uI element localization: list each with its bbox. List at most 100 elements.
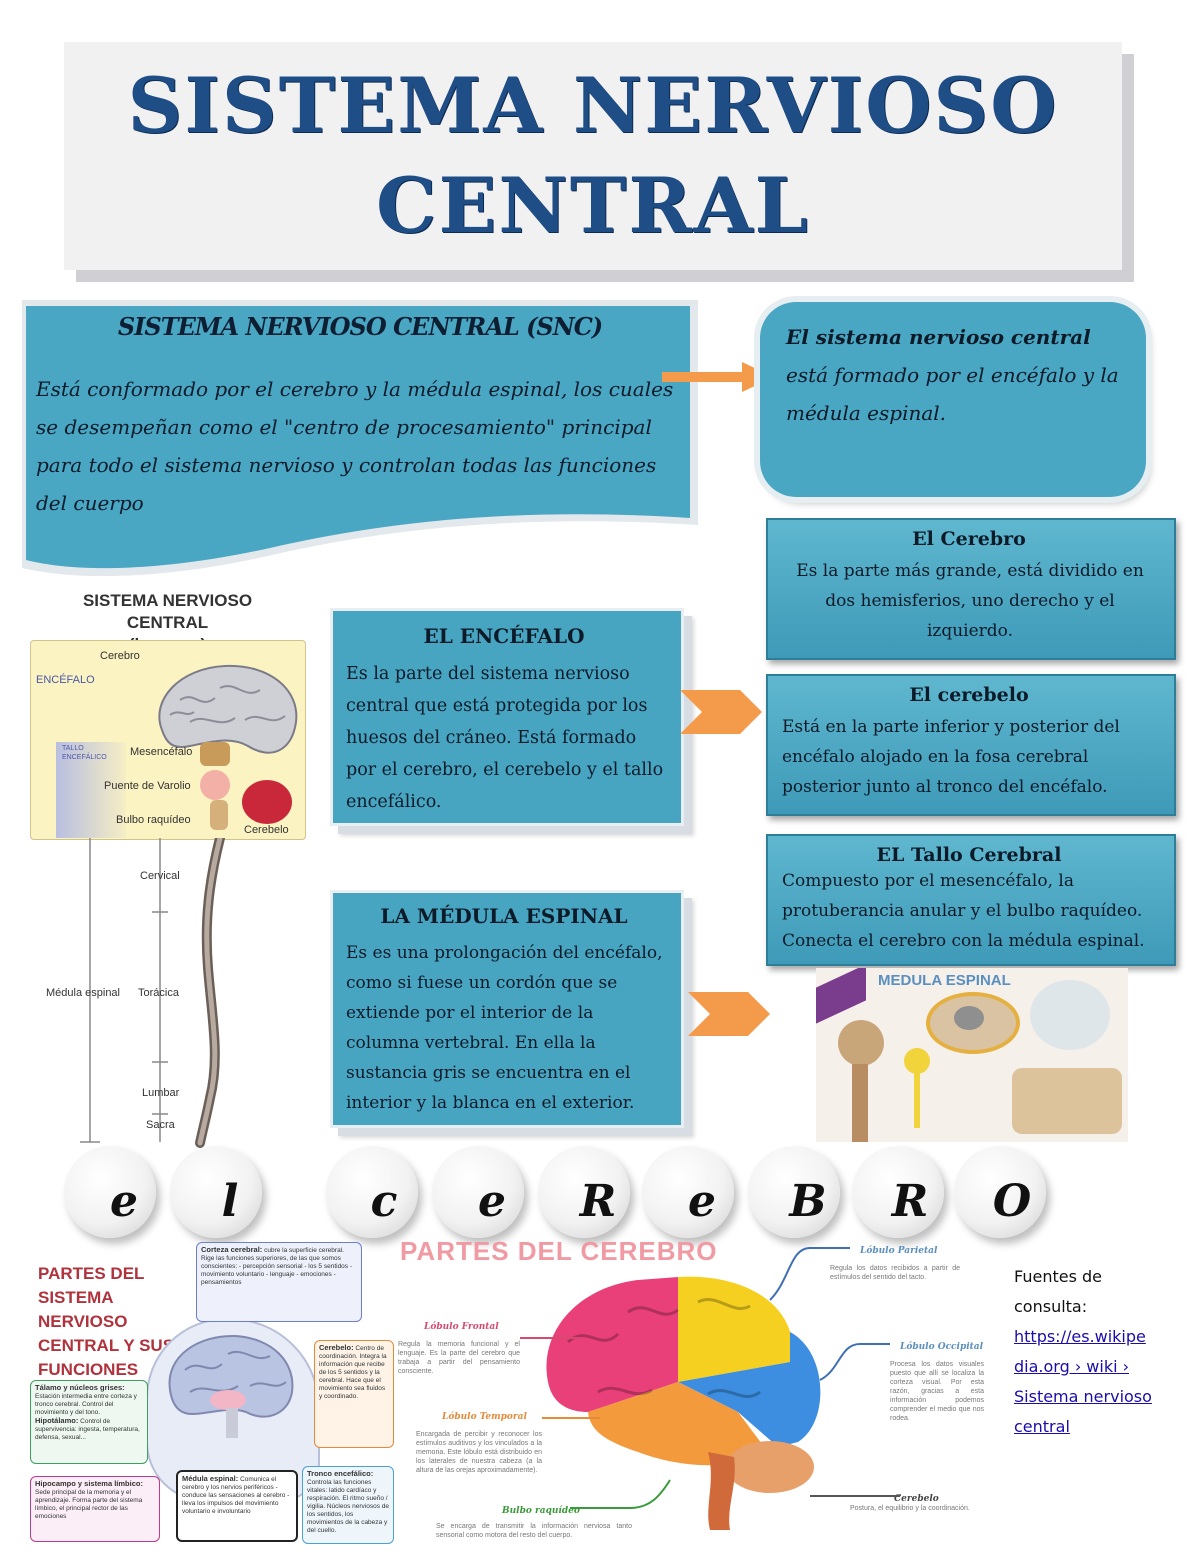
partes2-title: PARTES DEL CEREBRO — [400, 1236, 718, 1266]
cerebro-box — [766, 518, 1176, 660]
chevron-right-icon — [688, 992, 770, 1036]
label-occipital: Lóbulo Occipital — [900, 1342, 984, 1352]
note-medula: Médula espinal: Comunica el cerebro y lo… — [176, 1470, 298, 1542]
cerebelo-box — [766, 674, 1176, 816]
fuentes-block: Fuentes de consulta: https://es.wikipe d… — [1014, 1262, 1174, 1442]
lbl-sacra: Sacra — [146, 1119, 175, 1131]
brain-illustration — [158, 664, 298, 754]
note-hipotalamo-text: Control de supervivencia: ingesta, tempe… — [35, 1418, 140, 1441]
fuentes-link[interactable]: https://es.wikipe dia.org › wiki › Siste… — [1014, 1327, 1152, 1436]
lbl-varolio: Puente de Varolio — [104, 780, 191, 792]
medula-image: MEDULA ESPINAL — [816, 968, 1128, 1142]
label-temporal: Lóbulo Temporal — [442, 1412, 527, 1422]
tallo-clip: EL Tallo Cerebral Compuesto por el mesen… — [766, 834, 1172, 956]
note-corteza-text: cubre la superficie cerebral. Rige las f… — [201, 1247, 353, 1286]
medula-image-tag — [816, 968, 866, 1024]
lbl-bulbo: Bulbo raquídeo — [116, 814, 191, 826]
label-bulbo: Bulbo raquídeo — [502, 1506, 580, 1516]
medula-box — [330, 890, 684, 1128]
colored-brain — [546, 1276, 821, 1530]
lbl-cerebro: Cerebro — [100, 650, 140, 662]
cerebelo-text: Está en la parte inferior y posterior de… — [782, 717, 1120, 797]
lbl-encefalo: ENCÉFALO — [36, 674, 95, 686]
cerebro-title: El Cerebro — [912, 528, 1026, 550]
bubble-9 — [954, 1146, 1046, 1238]
title-box: SISTEMA NERVIOSO CENTRAL — [64, 42, 1122, 270]
mesencefalo-shape — [200, 742, 230, 766]
bulbo-shape — [210, 800, 228, 830]
definition-box — [760, 302, 1146, 497]
note-medula-head: Médula espinal: — [182, 1474, 239, 1483]
note-hipocampo-text: Sede principal de la memoria y el aprend… — [35, 1489, 143, 1520]
note-cerebelo: Cerebelo: Centro de coordinación. Integr… — [314, 1340, 394, 1448]
note-cerebelo-text: Centro de coordinación. Integra la infor… — [319, 1345, 387, 1400]
definition-bold: El sistema nervioso central — [786, 325, 1091, 349]
tallo-box — [766, 834, 1176, 966]
note-medula-text: Comunica el cerebro y los nervios perifé… — [182, 1476, 290, 1515]
text-parietal: Regula los datos recibidos a partir de e… — [830, 1265, 960, 1281]
bubble-4 — [432, 1146, 524, 1238]
snc-banner-shape — [22, 300, 698, 577]
pointer-lines — [520, 1247, 900, 1509]
tallo-title: EL Tallo Cerebral — [876, 844, 1062, 866]
arrow-right-icon — [662, 362, 774, 392]
varolio-shape — [200, 770, 230, 800]
note-cerebelo-head: Cerebelo: — [319, 1343, 354, 1352]
fuentes-link-l3: Sistema nervioso — [1014, 1387, 1152, 1406]
encefalo-title: EL ENCÉFALO — [423, 624, 585, 648]
letter-7: b — [789, 1176, 827, 1227]
letter-2: l — [221, 1176, 239, 1227]
text-frontal: Regula la memoria funcional y el lenguaj… — [398, 1341, 520, 1375]
fuentes-link-l4: central — [1014, 1417, 1070, 1436]
letter-3: c — [370, 1176, 398, 1227]
medula-cross-section — [926, 992, 1020, 1054]
letter-6: e — [688, 1176, 716, 1227]
encefalo-text: Es la parte del sistema nervioso central… — [346, 664, 664, 812]
medula-detail — [1030, 980, 1110, 1050]
text-bulbo: Se encarga de transmitir la información … — [436, 1523, 632, 1539]
bubble-8 — [852, 1146, 944, 1238]
cerebro-text: Es la parte más grande, está dividido en… — [796, 561, 1144, 641]
note-tronco-head: Tronco encefálico: — [307, 1469, 374, 1478]
letter-1: e — [110, 1176, 138, 1227]
note-corteza: Corteza cerebral: cubre la superficie ce… — [196, 1242, 362, 1322]
lbl-cerebelo: Cerebelo — [244, 824, 289, 836]
chevron-right-icon — [680, 690, 762, 734]
note-talamo-head: Tálamo y núcleos grises: — [35, 1383, 125, 1392]
fuentes-link-l1: https://es.wikipe — [1014, 1327, 1146, 1346]
bubble-1 — [64, 1146, 156, 1238]
medula-cross-gray — [954, 1006, 984, 1030]
spine-illustration — [80, 838, 225, 1148]
medula-head — [838, 1020, 884, 1066]
note-tronco-text: Controla las funciones vitales: latido c… — [307, 1479, 390, 1534]
note-hipotalamo-head: Hipotálamo: — [35, 1416, 79, 1425]
encefalo-box — [330, 608, 684, 826]
medula-yellow-stem — [914, 1068, 920, 1128]
snc-text: Está conformado por el cerebro y la médu… — [36, 377, 674, 515]
tallo-shade — [56, 742, 126, 838]
cerebelo-shape — [242, 780, 292, 824]
bubble-2 — [170, 1146, 262, 1238]
medula-vertebra — [1012, 1068, 1122, 1134]
definition-rest: está formado por el encéfalo y la médula… — [786, 363, 1119, 425]
label-frontal: Lóbulo Frontal — [424, 1322, 499, 1332]
text-occipital: Procesa los datos visuales puesto que al… — [890, 1361, 984, 1422]
note-corteza-head: Corteza cerebral: — [201, 1245, 263, 1254]
page-title-line1: SISTEMA NERVIOSO — [127, 61, 1059, 150]
medula-body — [852, 1064, 868, 1142]
lbl-medula: Médula espinal — [46, 987, 120, 999]
bubble-5 — [538, 1146, 630, 1238]
text-cerebelo: Postura, el equilibrio y la coordinación… — [850, 1505, 970, 1512]
note-hipocampo-head: Hipocampo y sistema límbico: — [35, 1479, 143, 1488]
letter-4: e — [478, 1176, 506, 1227]
banner-letters: e l c e r e b r o — [0, 1140, 1200, 1240]
snc-heading: SISTEMA NERVIOSO CENTRAL (SNC) — [117, 312, 603, 341]
note-tronco: Tronco encefálico: Controla las funcione… — [302, 1466, 394, 1544]
tallo-text: Compuesto por el mesencéfalo, la protube… — [782, 871, 1145, 951]
medula-image-title: MEDULA ESPINAL — [878, 972, 1011, 989]
definition-text: El sistema nervioso central está formado… — [786, 318, 1131, 432]
letter-8: r — [891, 1176, 929, 1227]
cerebelo-title: El cerebelo — [909, 684, 1029, 706]
bubble-3 — [326, 1146, 418, 1238]
partes1-title: PARTES DEL SISTEMA NERVIOSO CENTRAL Y SU… — [38, 1264, 175, 1379]
